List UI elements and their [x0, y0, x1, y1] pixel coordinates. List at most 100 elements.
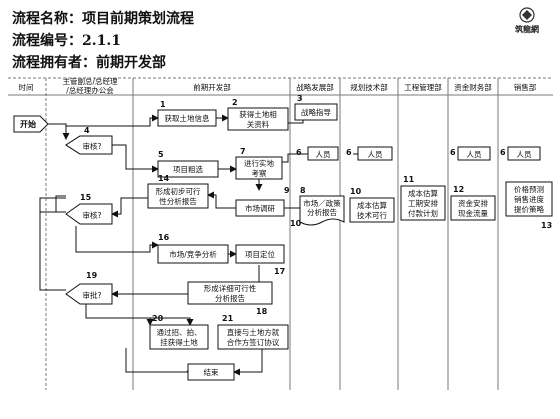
decision-review: 审核?	[65, 203, 113, 225]
process-owner-heading: 流程拥有者：前期开发部	[12, 55, 166, 71]
flow-connectors	[39, 109, 372, 376]
lane-header-planning-tech: 规划技术部	[350, 82, 388, 92]
task-3-label: 战略指导	[301, 107, 331, 117]
task-8-doc-shape	[299, 195, 345, 226]
step-number-20: 20	[152, 314, 164, 323]
task-6d-label: 人员	[517, 150, 532, 159]
step-number-4: 4	[84, 126, 90, 135]
step-number-6d: 6	[500, 148, 506, 157]
task-8-doc-label-l1: 市场／政策	[303, 198, 341, 208]
step-number-6a: 6	[296, 148, 302, 157]
task-12-label-l2: 现金流量	[458, 208, 488, 218]
end-box	[187, 363, 235, 381]
lane-header-early-dev: 前期开发部	[193, 82, 231, 92]
task-7-label-l1: 进行实地	[244, 158, 274, 168]
task-7-label-l2: 考察	[252, 168, 267, 178]
task-13-label-l3: 提价策略	[514, 204, 544, 214]
task-18-label-l2: 分析报告	[215, 293, 245, 303]
lane-header-engineering: 工程管理部	[404, 82, 442, 92]
decision-sanction: 审批?	[65, 283, 113, 305]
logo-text: 筑龍網	[515, 24, 539, 34]
task-6b-label: 人员	[368, 150, 383, 159]
step-number-9: 9	[284, 186, 290, 195]
watermark-logo: 筑龍網	[498, 6, 556, 36]
task-2-box	[227, 107, 289, 131]
task-7-box	[235, 156, 283, 180]
lane-header-gm-office-line2: /总经理办公会	[66, 85, 114, 95]
task-10-box	[349, 197, 395, 223]
step-number-13: 13	[541, 221, 552, 230]
task-6c-label: 人员	[467, 150, 482, 159]
task-5-label: 项目粗选	[173, 164, 203, 174]
step-number-10a: 10	[350, 187, 362, 196]
step-number-7: 7	[240, 147, 246, 156]
step-number-21: 21	[222, 314, 234, 323]
task-20-label-l1: 通过招、拍、	[157, 327, 202, 337]
end-label: 结束	[204, 367, 219, 377]
step-number-8: 8	[300, 186, 306, 195]
step-number-15: 15	[80, 193, 92, 202]
task-6a-box	[307, 146, 339, 161]
task-16-label: 市场/竞争分析	[169, 249, 217, 259]
logo-mark-icon	[519, 7, 535, 23]
task-20-label-l2: 挂获得土地	[160, 337, 198, 347]
task-6d-box	[507, 146, 541, 161]
lane-header-sales: 销售部	[514, 82, 537, 92]
task-10-label-l2: 技术可行	[357, 210, 387, 220]
step-number-1: 1	[160, 100, 166, 109]
task-21-label-l2: 合作方签订协议	[227, 337, 280, 347]
task-13-label-l1: 价格预测	[514, 184, 544, 194]
task-11-box	[400, 185, 446, 221]
step-numbers: 1 2 3 4 5 6 6 6 6 7 8 9 10 10 11 12 13 1…	[80, 94, 552, 323]
start-node: 开始	[13, 115, 49, 133]
task-2-label-l1: 获得土地相	[239, 109, 277, 119]
step-number-18: 18	[256, 307, 268, 316]
step-number-3: 3	[297, 94, 303, 103]
task-21-label-l1: 直接与土地方就	[227, 327, 280, 337]
lane-headers: 时间 主管副总/总经理 /总经理办公会 前期开发部 战略发展部 规划技术部 工程…	[19, 76, 537, 95]
task-12-label-l1: 资金安排	[458, 198, 488, 208]
task-8-box	[235, 199, 285, 217]
lane-header-finance: 资金财务部	[454, 82, 492, 92]
task-3-box	[294, 103, 338, 121]
task-6c-box	[457, 146, 491, 161]
task-17-label: 项目定位	[245, 249, 275, 259]
step-number-11: 11	[403, 175, 415, 184]
start-label: 开始	[20, 119, 36, 129]
task-1-label: 获取土地信息	[165, 113, 210, 123]
task-18-label-l1: 形成详细可行性	[204, 283, 257, 293]
task-8-label: 市场调研	[245, 203, 275, 213]
task-20-box	[149, 324, 209, 350]
task-2-label-l2: 关资料	[247, 119, 270, 129]
decision-sanction-label: 审批?	[83, 290, 102, 300]
decision-review-label: 审核?	[83, 210, 102, 220]
step-number-12: 12	[453, 185, 464, 194]
swimlane-frame	[8, 77, 553, 390]
task-13-box	[505, 181, 553, 217]
task-11-label-l2: 工期安排	[408, 198, 438, 208]
step-number-6b: 6	[346, 148, 352, 157]
step-number-16: 16	[158, 233, 170, 242]
task-17-box	[235, 244, 285, 264]
task-6a-label: 人员	[316, 150, 331, 159]
task-14-label-l1: 形成初步可行	[156, 186, 201, 196]
task-14-label-l2: 性分析报告	[159, 196, 197, 206]
step-number-17: 17	[274, 267, 285, 276]
process-name-heading: 流程名称：项目前期策划流程	[12, 11, 194, 27]
decision-approve-label: 审核?	[83, 141, 102, 151]
decision-approve: 审核?	[65, 135, 113, 155]
step-number-5: 5	[158, 150, 164, 159]
task-16-box	[157, 244, 229, 264]
task-11-label-l3: 付款计划	[408, 208, 438, 218]
lane-header-gm-office-line1: 主管副总/总经理	[62, 76, 118, 86]
step-number-14: 14	[158, 174, 170, 183]
task-18-box	[187, 281, 273, 305]
step-number-19: 19	[86, 271, 98, 280]
task-12-box	[450, 195, 496, 221]
step-number-2: 2	[232, 98, 238, 107]
task-21-box	[217, 324, 289, 350]
lane-header-strategy: 战略发展部	[296, 82, 334, 92]
task-13-label-l2: 销售进度	[514, 194, 544, 204]
